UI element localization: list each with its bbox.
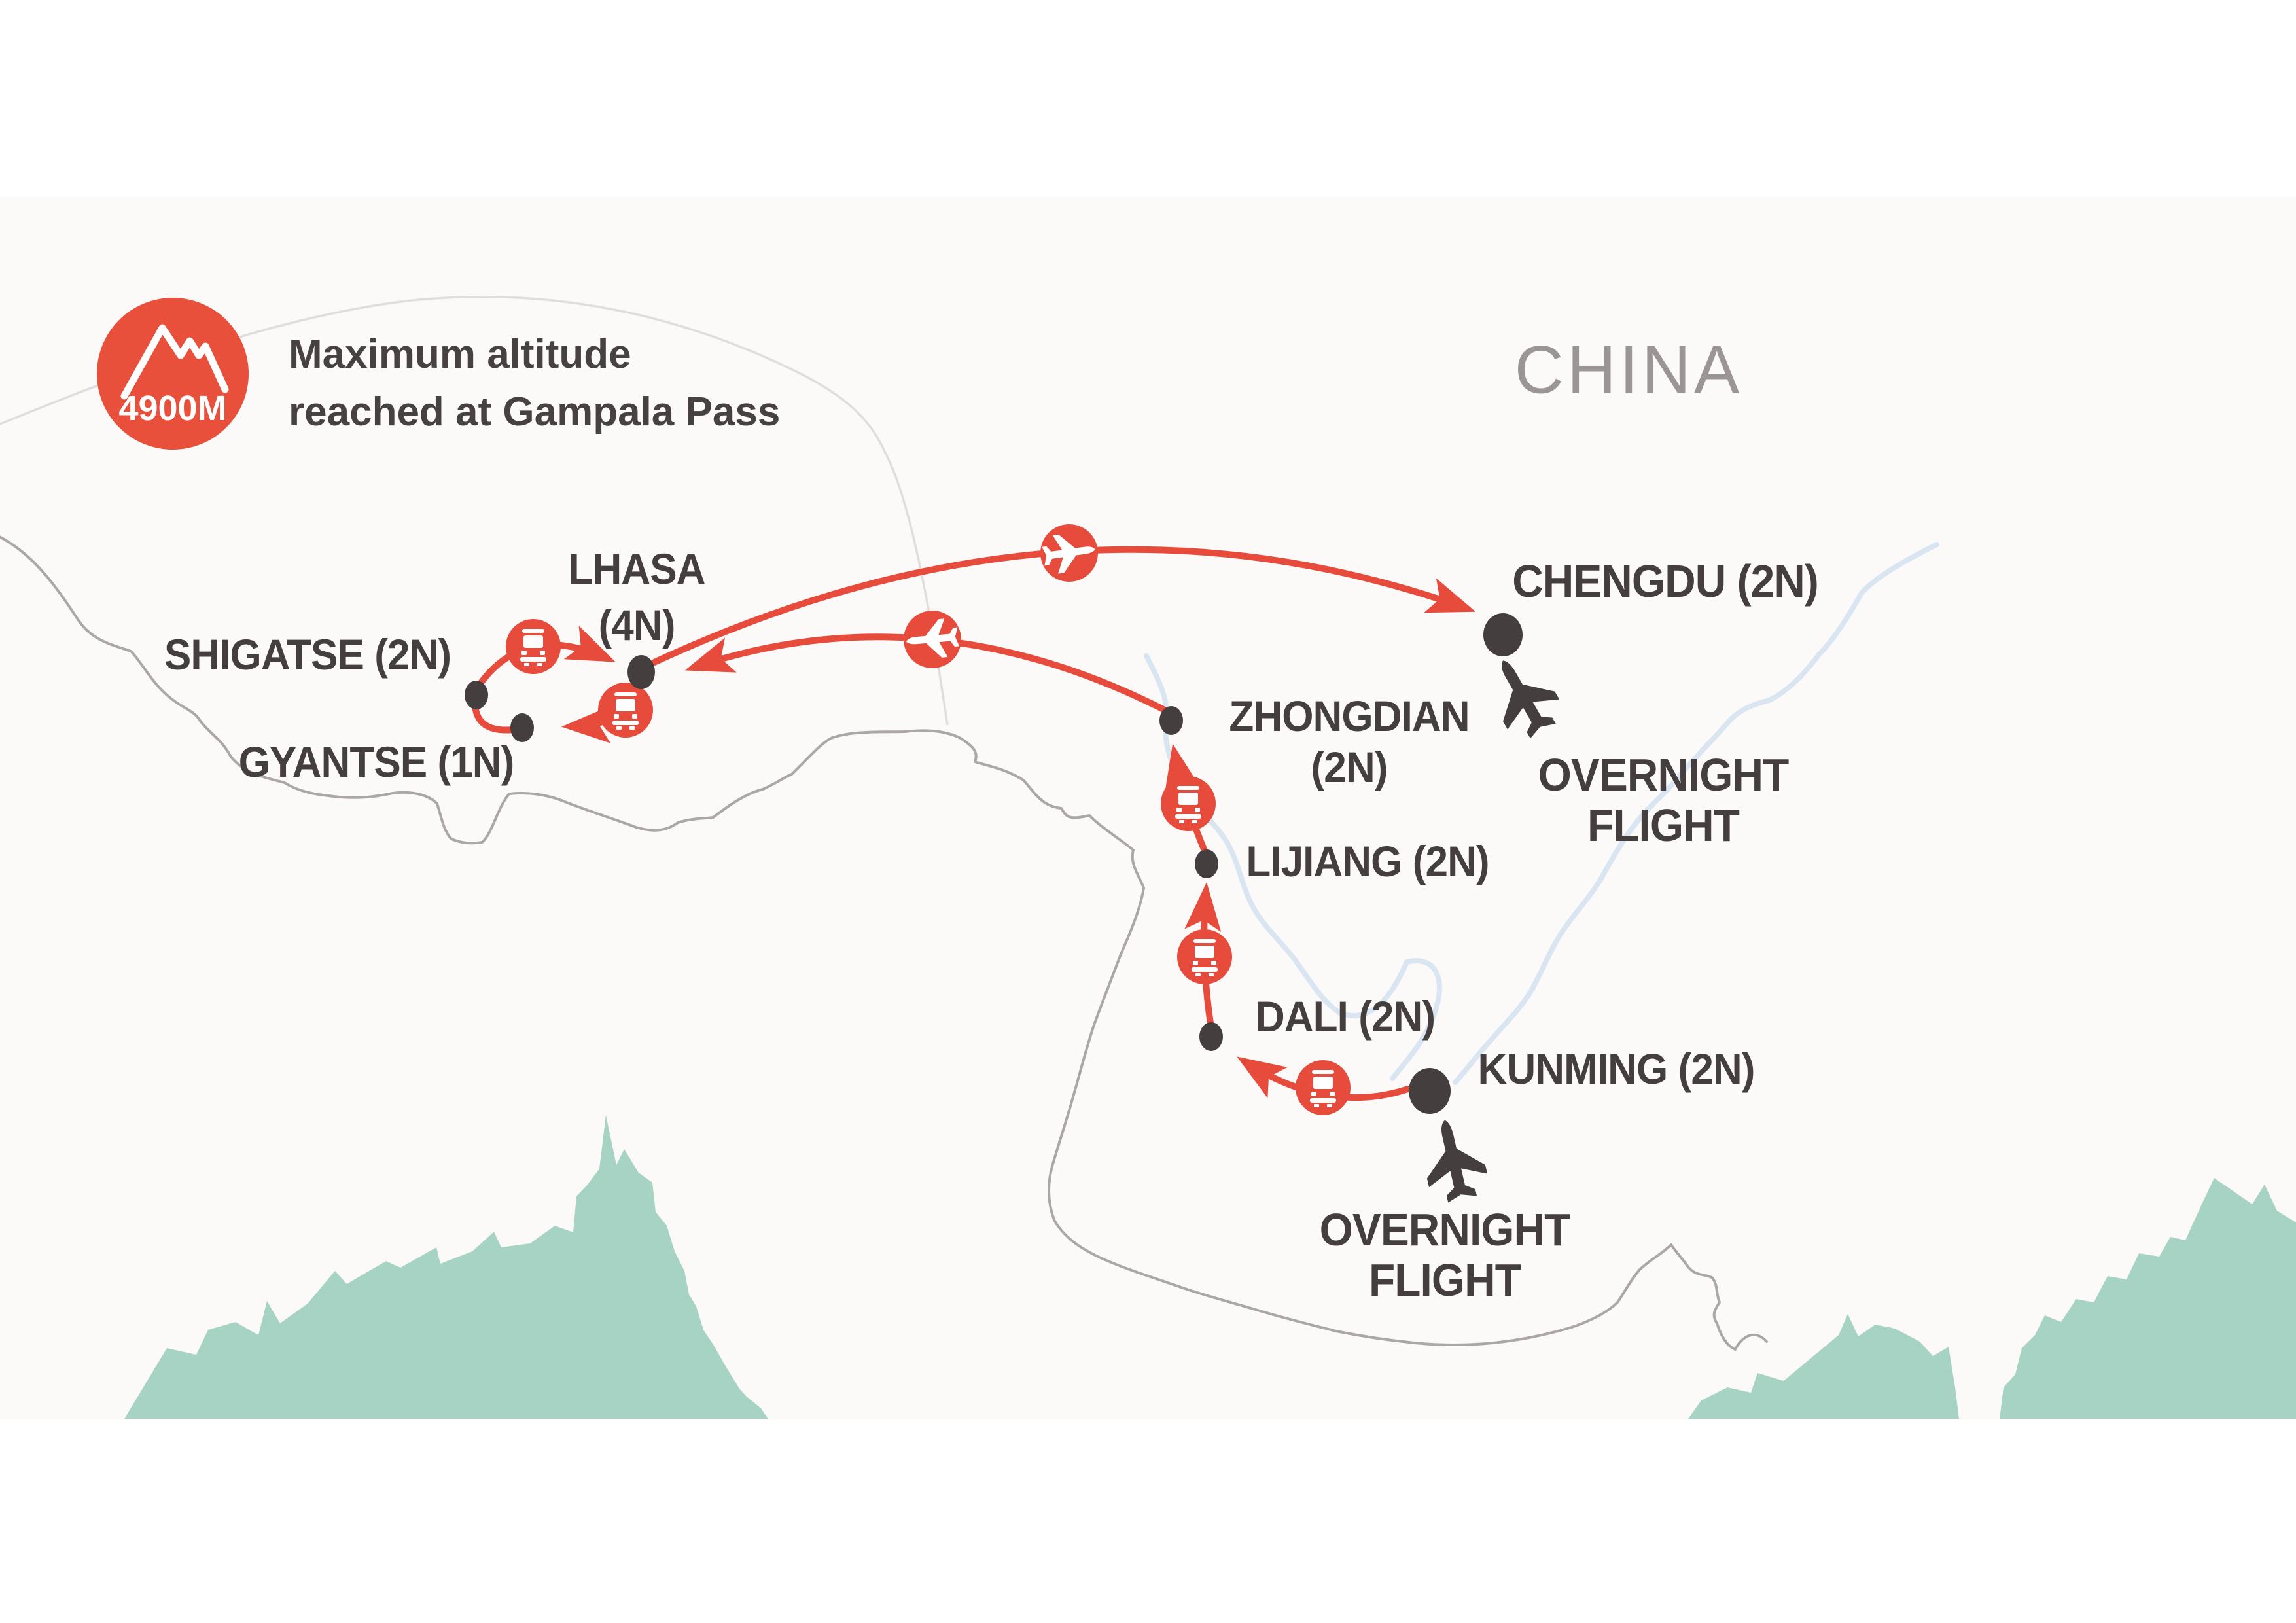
city-dot-lijiang xyxy=(1195,849,1218,878)
city-label-dali: DALI (2N) xyxy=(1255,988,1436,1044)
city-dot-dali xyxy=(1199,1022,1223,1051)
city-label-lijiang: LIJIANG (2N) xyxy=(1246,833,1489,889)
city-nights: (4N) xyxy=(598,601,676,649)
caption-line-1: Maximum altitude xyxy=(289,332,631,377)
region-label-china: CHINA xyxy=(1514,332,1743,408)
bus-icon xyxy=(598,683,653,738)
land-south-west xyxy=(124,1115,768,1419)
city-name: LHASA xyxy=(568,544,706,593)
city-dots xyxy=(465,613,1523,1114)
city-nights: (2N) xyxy=(1311,743,1388,791)
river-yangtze-east xyxy=(1453,542,1939,1085)
note-line: FLIGHT xyxy=(1369,1255,1521,1306)
city-name: CHENGDU (2N) xyxy=(1512,556,1819,607)
altitude-badge: 4900M xyxy=(97,298,249,450)
city-dot-shigatse xyxy=(465,681,488,709)
city-dot-zhongdian xyxy=(1159,706,1183,735)
overnight-flight-note-kunming: OVERNIGHT FLIGHT xyxy=(1319,1204,1571,1306)
city-label-gyantse: GYANTSE (1N) xyxy=(238,734,515,790)
city-dot-chengdu xyxy=(1483,613,1523,656)
city-label-zhongdian: ZHONGDIAN (2N) xyxy=(1229,690,1470,793)
plane-route-icon xyxy=(1040,524,1098,582)
city-name: KUNMING (2N) xyxy=(1477,1044,1756,1093)
city-name: ZHONGDIAN xyxy=(1229,692,1470,740)
bus-icon xyxy=(506,619,561,674)
bus-icon xyxy=(1177,929,1232,984)
bus-icon xyxy=(1161,776,1216,831)
city-dot-kunming xyxy=(1409,1068,1451,1114)
city-label-shigatse: SHIGATSE (2N) xyxy=(164,626,451,683)
city-name: LIJIANG (2N) xyxy=(1246,837,1489,885)
city-dot-gyantse xyxy=(510,713,534,742)
altitude-caption: Maximum altitude reached at Gampala Pass xyxy=(289,326,780,441)
caption-line-2: reached at Gampala Pass xyxy=(289,389,781,435)
map-sheet xyxy=(0,196,2296,1420)
china-border-line xyxy=(0,535,1768,1351)
land-south-east xyxy=(2000,1178,2296,1419)
overnight-flight-note-chengdu: OVERNIGHT FLIGHT xyxy=(1538,749,1790,851)
city-name: SHIGATSE (2N) xyxy=(164,630,451,679)
city-label-chengdu: CHENGDU (2N) xyxy=(1512,553,1819,609)
city-label-kunming: KUNMING (2N) xyxy=(1477,1041,1756,1097)
plane-route-icon xyxy=(904,611,961,668)
city-name: GYANTSE (1N) xyxy=(238,738,515,786)
note-line: OVERNIGHT xyxy=(1538,749,1790,800)
city-label-lhasa: LHASA (4N) xyxy=(568,541,706,653)
land-south-centre xyxy=(1688,1314,1959,1419)
bus-icon xyxy=(1296,1060,1351,1115)
city-dot-lhasa xyxy=(627,655,655,689)
mountain-icon xyxy=(120,324,229,400)
note-line: FLIGHT xyxy=(1587,800,1740,851)
city-name: DALI (2N) xyxy=(1255,992,1436,1041)
altitude-value: 4900M xyxy=(118,389,227,428)
note-line: OVERNIGHT xyxy=(1319,1204,1571,1255)
